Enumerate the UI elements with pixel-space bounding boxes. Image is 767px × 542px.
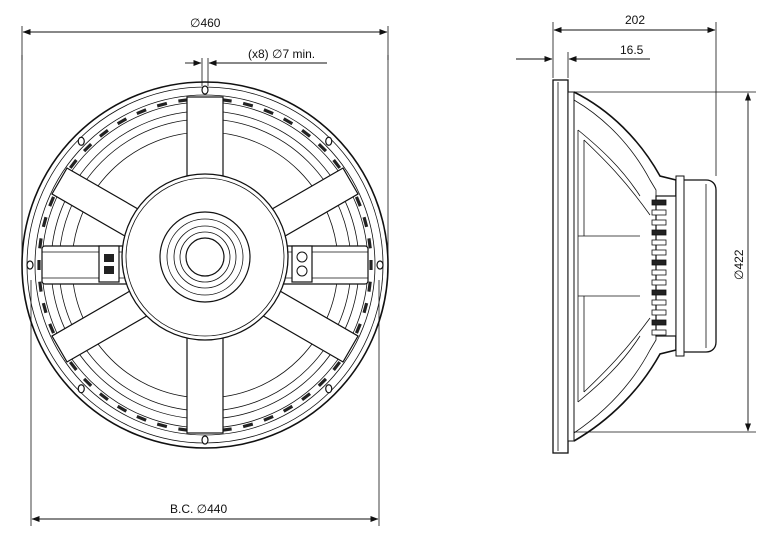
frame-slot xyxy=(354,196,362,207)
frame-slot xyxy=(317,142,328,153)
frame-slot xyxy=(48,323,56,334)
mounting-hole xyxy=(325,136,333,146)
mounting-hole xyxy=(77,384,85,394)
frame-slot xyxy=(99,392,109,402)
frame-outer-ring xyxy=(21,81,389,449)
cooling-fins xyxy=(651,199,667,336)
frame-slot xyxy=(68,159,78,169)
frame-slot xyxy=(362,302,369,314)
mounting-hole xyxy=(201,85,209,95)
frame-ring-3 xyxy=(34,94,376,436)
frame-slot xyxy=(367,281,372,292)
frame-slot xyxy=(362,216,369,228)
mounting-holes xyxy=(26,85,384,445)
frame-slot xyxy=(116,404,128,413)
cutout-diameter-label: ∅422 xyxy=(732,249,746,280)
mounting-hole xyxy=(26,260,34,270)
mounting-hole xyxy=(376,260,384,270)
mounting-holes-label: (x8) ∅7 min. xyxy=(248,47,315,61)
outer-diameter-label: ∅460 xyxy=(190,16,221,30)
frame-slot xyxy=(221,427,232,432)
cooling-fin xyxy=(651,229,667,236)
cooling-fin xyxy=(651,299,667,306)
frame-slot xyxy=(68,361,78,371)
frame-slot xyxy=(99,128,109,138)
frame-slot xyxy=(301,128,311,138)
bolt-circle-label: B.C. ∅440 xyxy=(170,502,227,516)
cooling-fin xyxy=(651,249,667,256)
frame-slot xyxy=(136,414,147,422)
cooling-fin xyxy=(651,199,667,206)
frame-slot xyxy=(41,216,48,228)
flange xyxy=(552,79,569,454)
terminal-right xyxy=(291,245,313,283)
frame-slot xyxy=(221,98,232,103)
cooling-fin xyxy=(651,289,667,296)
frame-slot xyxy=(38,238,43,249)
frame-slot xyxy=(156,422,168,429)
cooling-fin xyxy=(651,239,667,246)
back-cap xyxy=(679,179,717,353)
frame-slot xyxy=(82,142,93,153)
frame-slot xyxy=(263,108,274,116)
frame-slot xyxy=(354,323,362,334)
cooling-fin xyxy=(651,269,667,276)
cooling-fin xyxy=(651,309,667,316)
frame-slot xyxy=(48,196,56,207)
mounting-hole xyxy=(325,384,333,394)
cooling-fin xyxy=(651,259,667,266)
frame-slot xyxy=(41,302,48,314)
front-view: ∅460 (x8) ∅7 min. B.C. ∅440 xyxy=(21,16,389,526)
spoke xyxy=(186,324,224,434)
frame-slot xyxy=(242,422,254,429)
frame-slot xyxy=(332,361,342,371)
frame-slot xyxy=(282,117,294,126)
cooling-fin xyxy=(651,209,667,216)
cooling-fin xyxy=(651,279,667,286)
frame-slot xyxy=(156,101,168,108)
frame-slot xyxy=(82,377,93,388)
terminal-left xyxy=(98,245,120,283)
frame-slots xyxy=(37,97,373,433)
cooling-fin xyxy=(651,329,667,336)
frame-slot xyxy=(282,404,294,413)
cooling-fin xyxy=(651,219,667,226)
flange-thickness-label: 16.5 xyxy=(620,43,644,57)
mounting-hole xyxy=(77,136,85,146)
cooling-fin xyxy=(651,319,667,326)
frame-slot xyxy=(178,427,189,432)
frame-slot xyxy=(301,392,311,402)
frame-slot xyxy=(367,238,372,249)
frame-slot xyxy=(242,101,254,108)
frame-slot xyxy=(37,260,41,270)
frame-slot xyxy=(317,377,328,388)
frame-slot xyxy=(263,414,274,422)
overall-depth-label: 202 xyxy=(625,13,645,27)
frame-slot xyxy=(369,260,373,270)
magnet-ring xyxy=(125,177,285,337)
frame-slot xyxy=(178,98,189,103)
frame-slot xyxy=(332,159,342,169)
frame-slot xyxy=(136,108,147,116)
pole-vent xyxy=(185,237,225,277)
mounting-hole xyxy=(201,435,209,445)
frame-slot xyxy=(116,117,128,126)
frame-slot xyxy=(38,281,43,292)
side-view: 202 16.5 ∅422 xyxy=(516,13,756,454)
